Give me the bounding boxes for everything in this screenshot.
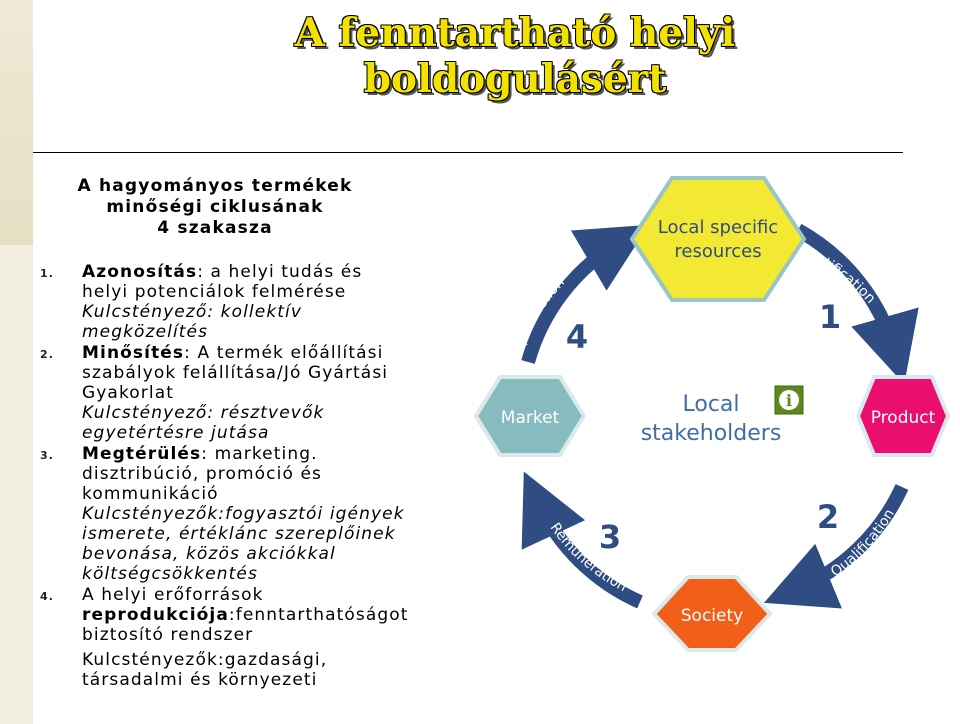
step-key-factor: Kulcstényezők:fogyasztói igények xyxy=(82,504,405,524)
step-text: : a helyi tudás és xyxy=(197,262,363,282)
arrow-remuneration xyxy=(521,471,643,609)
intro-heading: A hagyományos termékek minőségi ciklusán… xyxy=(70,176,360,239)
step-title: Minősítés xyxy=(82,343,185,363)
step-number: 2. xyxy=(40,348,55,361)
step-item-qualification: 2. Minősítés: A termék előállítási szabá… xyxy=(40,343,460,443)
cycle-number-3: 3 xyxy=(599,518,621,556)
step-key-factor: társadalmi és környezeti xyxy=(82,670,318,690)
step-item-remuneration: 3. Megtérülés: marketing. disztribúció, … xyxy=(40,444,460,584)
hexagon-market-label: Market xyxy=(501,408,560,428)
step-key-factor: megközelítés xyxy=(82,322,209,342)
center-label-line1: Local xyxy=(682,392,739,417)
step-key-factor: egyetértésre jutása xyxy=(82,423,270,443)
step-number: 3. xyxy=(40,449,55,462)
step-key-factor: ismerete, értéklánc szereplőinek xyxy=(82,524,396,544)
side-decoration-bottom xyxy=(0,245,33,724)
intro-line2: minőségi ciklusának xyxy=(106,197,324,217)
title-divider xyxy=(33,152,903,153)
hexagon-local-resources xyxy=(629,176,807,302)
step-text: szabályok felállítása/Jó Gyártási xyxy=(82,363,389,383)
step-key-factor: bevonása, közös akciókkal xyxy=(82,544,336,564)
step-number: 1. xyxy=(40,267,55,280)
arrow-qualification xyxy=(763,484,909,609)
step-text: A helyi erőforrások xyxy=(82,585,264,605)
hexagon-local-resources-line1: Local specific xyxy=(658,217,778,238)
arrow-reproduction xyxy=(521,224,649,364)
intro-line1: A hagyományos termékek xyxy=(77,176,353,196)
slide-title-line1: A fenntartható helyi xyxy=(294,10,736,56)
step-key-factor: Kulcstényezők:gazdasági, xyxy=(82,650,328,670)
center-label-line2: stakeholders xyxy=(641,421,782,446)
cycle-number-1: 1 xyxy=(819,298,841,336)
step-title: reprodukciója xyxy=(82,605,229,625)
step-text: biztosító rendszer xyxy=(82,625,254,645)
hexagon-product-label: Product xyxy=(871,408,936,428)
intro-line3: 4 szakasza xyxy=(157,218,273,238)
hexagon-product xyxy=(855,375,950,457)
hexagon-market xyxy=(473,375,587,457)
info-icon[interactable]: i xyxy=(774,385,804,415)
step-key-factor: Kulcstényező: résztvevők xyxy=(82,403,325,423)
step-text: Gyakorlat xyxy=(82,383,174,403)
cycle-number-4: 4 xyxy=(566,318,588,356)
hexagon-society xyxy=(651,575,773,652)
arrow-identification xyxy=(794,223,919,385)
hexagon-local-resources-line2: resources xyxy=(674,241,761,262)
step-text: kommunikáció xyxy=(82,484,219,504)
step-text: helyi potenciálok felmérése xyxy=(82,282,347,302)
slide-title: A fenntartható helyi boldogulásért xyxy=(195,10,835,102)
steps-list: 1. Azonosítás: a helyi tudás és helyi po… xyxy=(40,262,460,691)
step-title: Azonosítás xyxy=(82,262,198,282)
step-key-factor: Kulcstényező: kollektív xyxy=(82,302,303,322)
slide-title-line2: boldogulásért xyxy=(363,56,667,102)
cycle-number-2: 2 xyxy=(817,498,839,536)
step-text: : marketing. xyxy=(201,444,318,464)
step-text: disztribúció, promóció és xyxy=(82,464,322,484)
step-number: 4. xyxy=(40,590,55,603)
side-decoration-top xyxy=(0,0,33,245)
quality-cycle-diagram: Identification Qualification Remuneratio… xyxy=(473,176,950,652)
step-text: : A termék előállítási xyxy=(184,343,384,363)
step-text: :fenntarthatóságot xyxy=(228,605,409,625)
hexagon-society-label: Society xyxy=(681,606,743,626)
step-title: Megtérülés xyxy=(82,444,202,464)
step-item-reproduction: 4. A helyi erőforrások reprodukciója:fen… xyxy=(40,585,460,690)
info-icon-glyph: i xyxy=(786,391,792,410)
step-key-factor: költségcsökkentés xyxy=(82,564,258,584)
step-item-identification: 1. Azonosítás: a helyi tudás és helyi po… xyxy=(40,262,460,342)
